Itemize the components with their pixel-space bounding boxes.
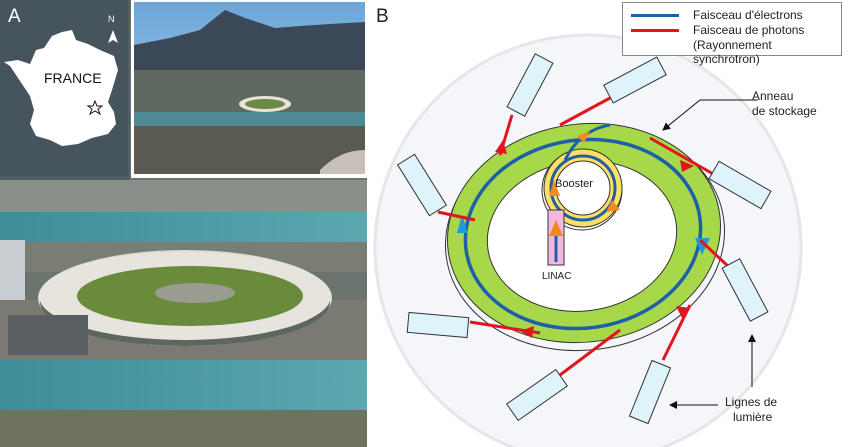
beamline: [505, 368, 569, 422]
star-icon: [86, 99, 104, 116]
river-upper: [0, 212, 367, 242]
beamline: [721, 258, 769, 322]
beamline: [396, 153, 448, 217]
legend-label-photons: Faisceau de photons: [693, 23, 805, 37]
storage-ring-pointer: [662, 99, 758, 131]
synchrotron-schematic: [373, 33, 803, 447]
linac: [547, 209, 565, 266]
france-map-inset: [0, 0, 128, 176]
legend-swatch-photons: [631, 29, 679, 32]
beamlines-label-2: lumière: [733, 410, 773, 424]
north-arrow-icon: [108, 30, 118, 43]
aerial-photo-composite: [0, 0, 367, 447]
booster-arrow: [606, 200, 620, 212]
linac-label: LINAC: [542, 271, 572, 282]
legend-sublabel-photons: (Rayonnement synchrotron): [693, 38, 772, 66]
beamline: [506, 53, 554, 117]
electron-direction-arrow: [457, 215, 468, 233]
electron-beam-ring: [463, 137, 703, 331]
beamline: [406, 311, 470, 339]
legend: Faisceau d'électrons Faisceau de photons…: [622, 2, 842, 66]
france-shape: [4, 30, 118, 146]
north-label: N: [108, 14, 115, 24]
france-label: FRANCE: [44, 70, 102, 86]
panel-b-label: B: [376, 6, 389, 27]
booster-ring: [541, 148, 623, 231]
electron-direction-arrow: [695, 238, 710, 255]
inset-photo-valley: [131, 0, 367, 178]
storage-ring-label-1: Anneau: [752, 89, 794, 103]
beamlines-label-1: Lignes de: [725, 395, 778, 409]
panel-a-label: A: [8, 6, 21, 27]
storage-ring: [446, 122, 722, 344]
river-lower: [0, 355, 367, 415]
legend-swatch-electrons: [631, 14, 679, 17]
mountain: [134, 10, 365, 80]
booster-arrow: [549, 180, 560, 196]
beamlines: [396, 53, 772, 425]
booster-label: Booster: [555, 178, 593, 190]
beamline: [708, 160, 772, 210]
panel-b-diagram: [367, 0, 850, 447]
beamline: [603, 56, 667, 104]
photon-arrows: [495, 140, 694, 338]
storage-ring-label-2: de stockage: [752, 104, 817, 118]
panel-a-photos: A FRANCE N: [0, 0, 367, 447]
legend-label-electrons: Faisceau d'électrons: [693, 8, 803, 22]
injection-arrow: [577, 131, 590, 143]
beamline: [628, 359, 672, 425]
